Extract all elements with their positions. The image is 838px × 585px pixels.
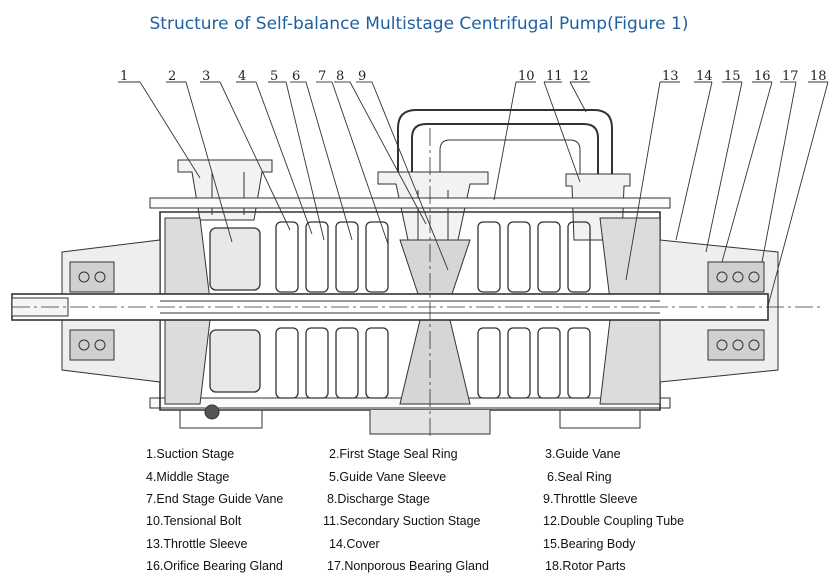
callout-3: 3: [202, 69, 210, 84]
legend-item-9: 9.Throttle Sleeve: [543, 492, 638, 506]
legend-item-1: 1.Suction Stage: [146, 447, 235, 461]
callout-14: 14: [696, 69, 713, 84]
legend-item-16: 16.Orifice Bearing Gland: [146, 559, 283, 573]
legend-item-15: 15.Bearing Body: [543, 537, 636, 551]
legend-item-13: 13.Throttle Sleeve: [146, 537, 248, 551]
callout-17: 17: [782, 69, 799, 84]
callout-10: 10: [518, 69, 535, 84]
legend-item-18: 18.Rotor Parts: [545, 559, 626, 573]
callout-11: 11: [546, 69, 563, 84]
callout-4: 4: [238, 69, 246, 84]
legend-item-8: 8.Discharge Stage: [327, 492, 430, 506]
legend-item-2: 2.First Stage Seal Ring: [329, 447, 458, 461]
legend-item-12: 12.Double Coupling Tube: [543, 514, 685, 528]
pump-cross-section-drawing: 1 2 3 4 5 6 7 8 9 10 11 12 13 14 15 16 1…: [11, 69, 829, 438]
legend-item-4: 4.Middle Stage: [146, 470, 230, 484]
callout-15: 15: [724, 69, 741, 84]
figure-title: Structure of Self-balance Multistage Cen…: [149, 14, 689, 34]
callout-12: 12: [572, 69, 589, 84]
legend-item-11: 11.Secondary Suction Stage: [323, 514, 481, 528]
legend-item-14: 14.Cover: [329, 537, 380, 551]
callout-18: 18: [810, 69, 827, 84]
legend-item-6: 6.Seal Ring: [547, 470, 612, 484]
callout-2: 2: [168, 69, 176, 84]
callout-9: 9: [358, 69, 366, 84]
callout-6: 6: [292, 69, 300, 84]
legend-item-17: 17.Nonporous Bearing Gland: [327, 559, 489, 573]
callout-8: 8: [336, 69, 344, 84]
callout-1: 1: [120, 69, 128, 84]
callout-7: 7: [318, 69, 326, 84]
legend-item-3: 3.Guide Vane: [545, 447, 621, 461]
legend-item-10: 10.Tensional Bolt: [146, 514, 242, 528]
callout-5: 5: [270, 69, 278, 84]
legend-item-5: 5.Guide Vane Sleeve: [329, 470, 447, 484]
callout-13: 13: [662, 69, 679, 84]
callout-16: 16: [754, 69, 771, 84]
legend-item-7: 7.End Stage Guide Vane: [146, 492, 284, 506]
